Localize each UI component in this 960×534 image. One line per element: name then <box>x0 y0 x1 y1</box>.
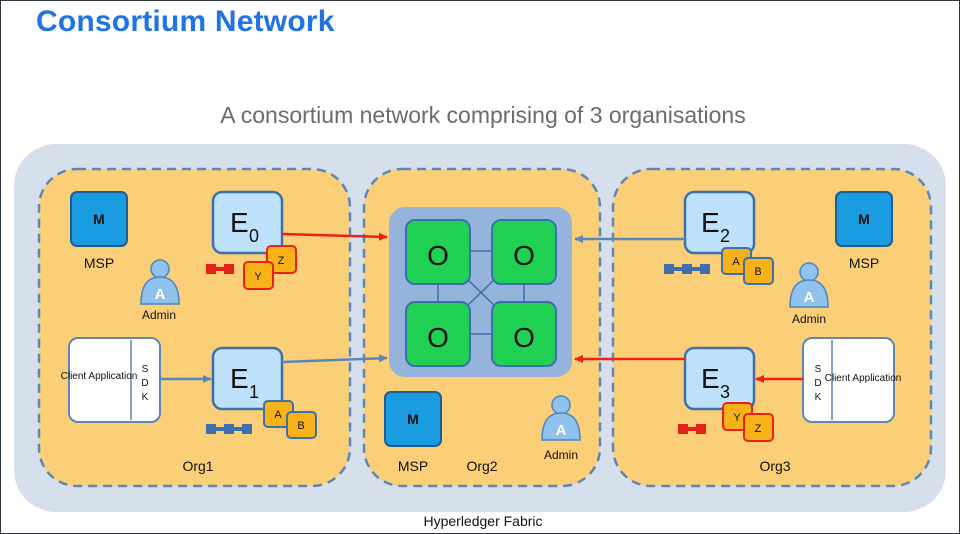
org3-client-application: S D K Client Application <box>802 337 902 423</box>
e1-to-orderer-arrow <box>281 354 388 364</box>
e0-to-orderer-arrow <box>281 232 388 241</box>
svg-text:B: B <box>297 420 304 432</box>
org3-endorser-e2: E 2 <box>683 190 756 255</box>
sdk-letter: S <box>815 364 822 375</box>
org1-label: Org1 <box>182 458 213 474</box>
orderer-node: O <box>491 301 557 367</box>
svg-text:Z: Z <box>755 423 762 435</box>
admin-label: Admin <box>792 312 826 326</box>
org1-ledger-icon-e1 <box>206 424 252 434</box>
svg-text:Y: Y <box>733 412 741 424</box>
sdk-letter: D <box>141 378 148 389</box>
org1-endorser-e0: E 0 <box>211 190 284 255</box>
chaincode-b: B <box>286 411 317 439</box>
msp-icon: M <box>93 211 105 227</box>
org3-admin: A Admin <box>789 262 829 326</box>
org3-msp: M MSP <box>835 191 893 271</box>
org3-label: Org3 <box>759 458 790 474</box>
endorser-index: 1 <box>249 382 259 402</box>
admin-label: Admin <box>142 308 176 322</box>
admin-head-icon <box>150 259 170 279</box>
org1-admin: A Admin <box>140 259 180 322</box>
endorser-index: 2 <box>720 226 730 246</box>
slide-subtitle: A consortium network comprising of 3 org… <box>220 102 745 128</box>
endorser-letter: E <box>701 207 720 238</box>
orderer-node: O <box>491 219 557 285</box>
svg-text:A: A <box>274 409 282 421</box>
org1-endorser-e1: E 1 <box>211 346 284 411</box>
endorser-letter: E <box>701 363 720 394</box>
endorser-index: 3 <box>720 382 730 402</box>
orderer-label: O <box>513 240 535 271</box>
admin-label: Admin <box>544 448 578 462</box>
sdk-letter: K <box>815 392 822 403</box>
endorser-letter: E <box>230 363 249 394</box>
sdk-letter: S <box>142 364 149 375</box>
orderer-node: O <box>405 219 471 285</box>
chaincode-z: Z <box>266 245 297 274</box>
svg-text:B: B <box>754 266 761 278</box>
admin-head-icon <box>799 262 819 282</box>
msp-icon: M <box>858 211 870 227</box>
org3-ledger-icon-e2 <box>664 264 710 274</box>
footer-label: Hyperledger Fabric <box>423 513 542 529</box>
org2-label: Org2 <box>466 458 497 474</box>
admin-head-icon <box>551 395 571 415</box>
msp-icon: M <box>407 411 419 427</box>
client-app-label: Client Application <box>825 373 902 384</box>
orderer-label: O <box>427 322 449 353</box>
chaincode-b: B <box>743 257 774 285</box>
svg-text:Z: Z <box>278 255 285 267</box>
admin-body-icon <box>541 412 581 441</box>
sdk-letter: D <box>814 378 821 389</box>
msp-label: MSP <box>398 458 428 474</box>
org2-msp: M MSP <box>384 391 442 474</box>
org3-endorser-e3: E 3 <box>683 346 756 411</box>
orderer-node: O <box>405 301 471 367</box>
endorser-index: 0 <box>249 226 259 246</box>
org1-msp: M MSP <box>70 191 128 271</box>
orderer-label: O <box>513 322 535 353</box>
chaincode-z: Z <box>743 413 774 442</box>
sdk-letter: K <box>142 392 149 403</box>
msp-label: MSP <box>84 255 114 271</box>
org3-ledger-icon-e3 <box>678 424 706 434</box>
admin-icon-letter: A <box>556 422 567 439</box>
org2-admin: A Admin <box>541 395 581 462</box>
client-app-label: Client Application <box>61 371 138 382</box>
svg-text:Y: Y <box>254 271 262 283</box>
svg-text:A: A <box>732 256 740 268</box>
org1-client-application: Client Application S D K <box>61 337 161 423</box>
orderer-label: O <box>427 240 449 271</box>
msp-label: MSP <box>849 255 879 271</box>
admin-body-icon <box>789 279 829 308</box>
endorser-letter: E <box>230 207 249 238</box>
admin-body-icon <box>140 276 180 305</box>
org1-ledger-icon-e0 <box>206 264 234 274</box>
admin-icon-letter: A <box>804 289 815 306</box>
admin-icon-letter: A <box>155 286 166 303</box>
slide-title: Consortium Network <box>36 5 335 38</box>
chaincode-y: Y <box>243 261 274 290</box>
